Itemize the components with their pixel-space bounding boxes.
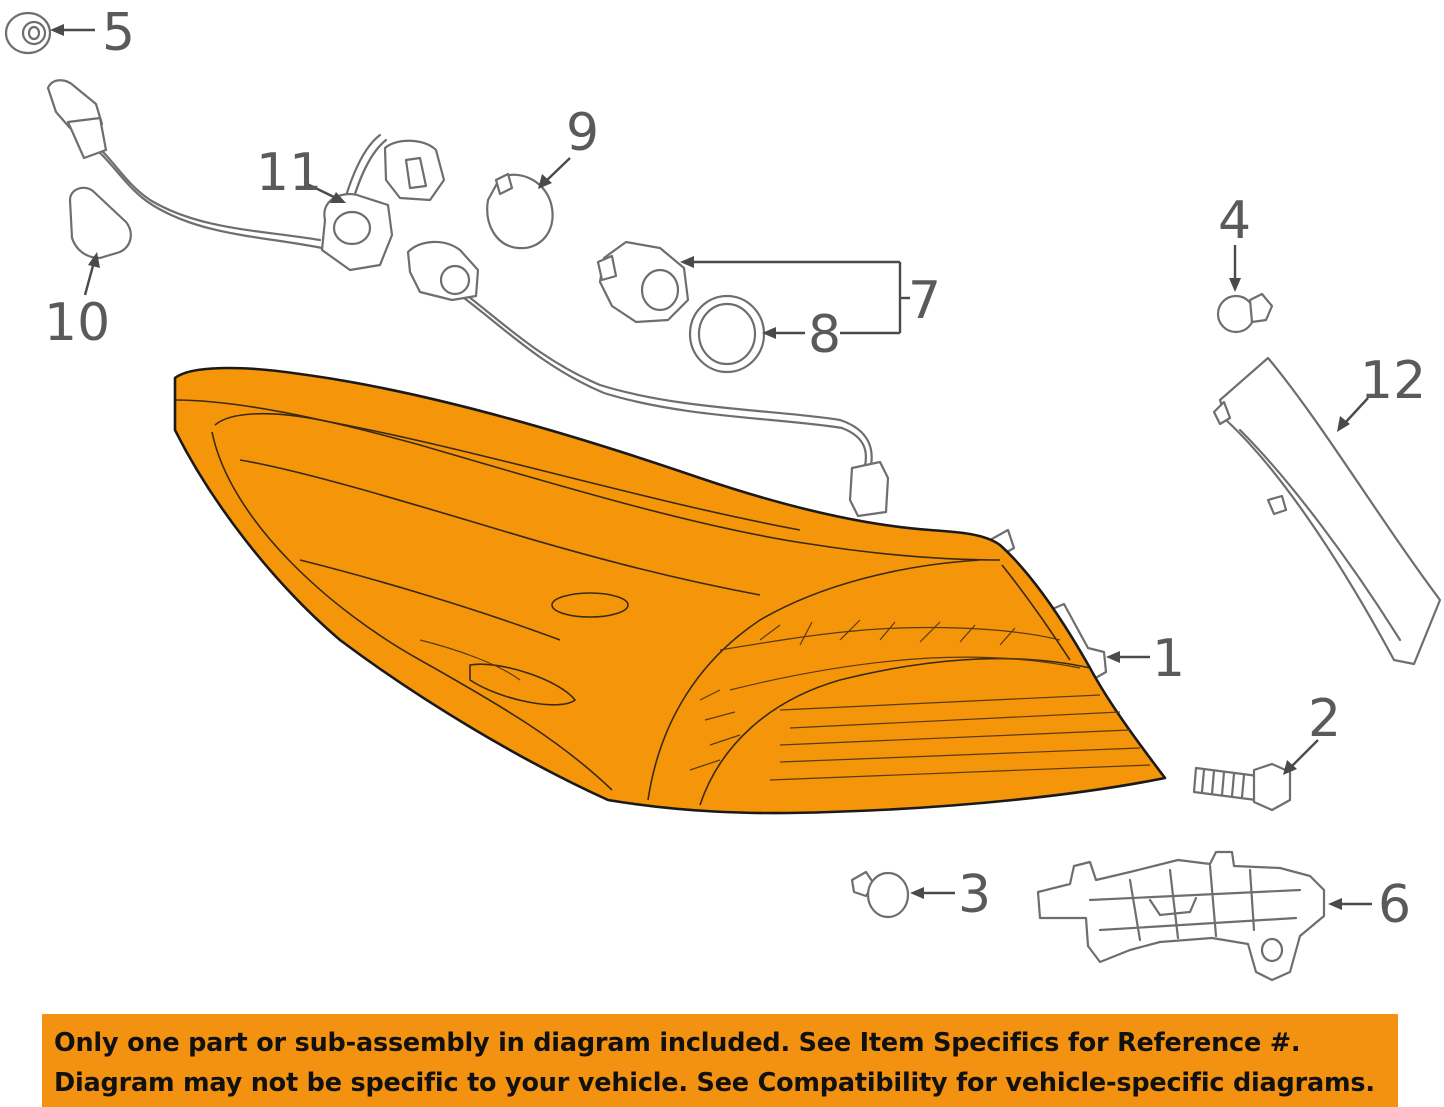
grommet-nut bbox=[4, 11, 52, 55]
trim-panel-12 bbox=[1212, 356, 1442, 666]
callout-10: 10 bbox=[44, 293, 110, 353]
bulb-10 bbox=[68, 186, 132, 260]
gasket-8 bbox=[688, 294, 766, 374]
leader-lines bbox=[50, 24, 1372, 910]
wiring-harness bbox=[46, 79, 890, 518]
callout-labels: 5 11 9 10 7 8 4 12 1 2 3 6 bbox=[44, 3, 1426, 935]
disclaimer-line-1: Only one part or sub-assembly in diagram… bbox=[54, 1028, 1301, 1058]
callout-9: 9 bbox=[566, 103, 599, 163]
bracket-6 bbox=[1036, 850, 1326, 982]
socket-7 bbox=[596, 240, 690, 324]
callout-4: 4 bbox=[1218, 191, 1251, 251]
tail-lamp-assembly bbox=[173, 366, 1167, 815]
callout-6: 6 bbox=[1378, 875, 1411, 935]
callout-3: 3 bbox=[958, 865, 991, 925]
callout-5: 5 bbox=[102, 3, 135, 63]
callout-11: 11 bbox=[256, 143, 322, 203]
push-clip-3 bbox=[850, 870, 910, 919]
callout-2: 2 bbox=[1308, 689, 1341, 749]
callout-1: 1 bbox=[1152, 629, 1185, 689]
callout-8: 8 bbox=[808, 305, 841, 365]
disclaimer-line-2: Diagram may not be specific to your vehi… bbox=[54, 1068, 1375, 1098]
callout-12: 12 bbox=[1360, 351, 1426, 411]
push-clip-4 bbox=[1216, 292, 1274, 334]
bolt-2 bbox=[1192, 762, 1292, 812]
callout-7: 7 bbox=[908, 271, 941, 331]
bulb-9 bbox=[486, 172, 554, 250]
disclaimer-banner: Only one part or sub-assembly in diagram… bbox=[42, 1014, 1398, 1107]
